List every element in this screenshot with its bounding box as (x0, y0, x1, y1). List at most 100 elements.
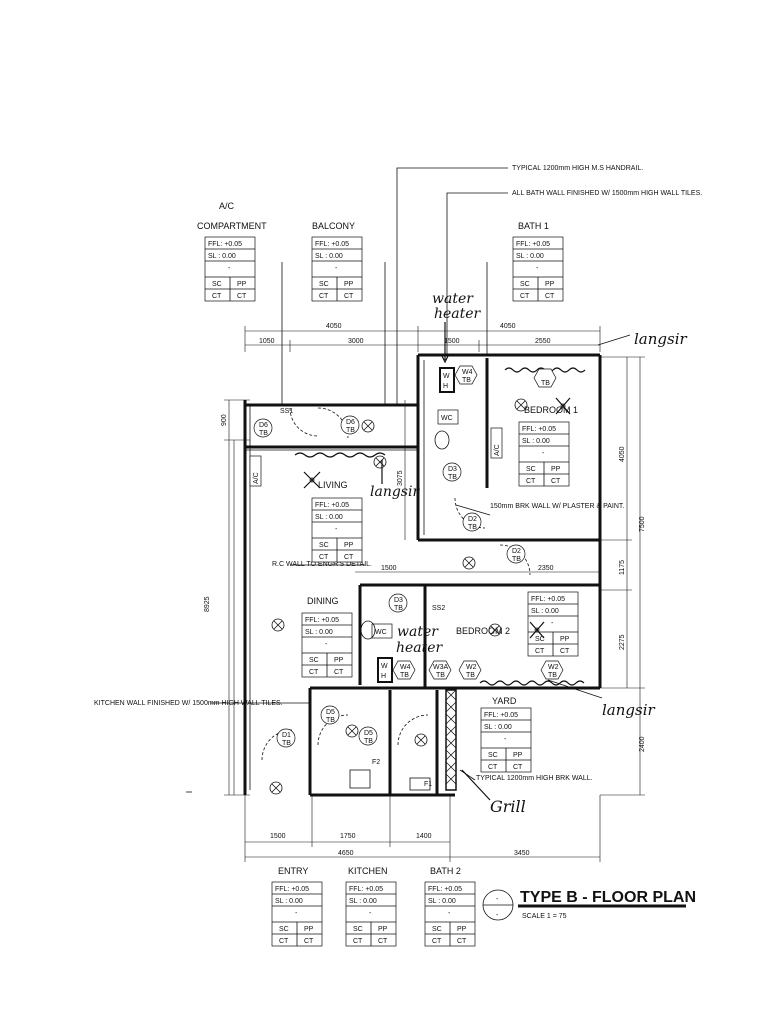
title-block: - - TYPE B - FLOOR PLAN SCALE 1 = 75 (482, 889, 696, 921)
tag-w2-a: W2 TB (458, 660, 482, 680)
svg-text:SL : 0.00: SL : 0.00 (428, 898, 456, 905)
dim-bot-1400: 1400 (416, 833, 432, 840)
dim-right-4050: 4050 (619, 446, 626, 462)
svg-text:D3: D3 (394, 597, 403, 604)
room-balcony: BALCONY (312, 221, 355, 231)
svg-text:SL : 0.00: SL : 0.00 (208, 253, 236, 260)
handwritten-water-heater-2-line2: heater (396, 640, 444, 656)
svg-text:TB: TB (400, 672, 409, 679)
leader-lines (210, 167, 631, 781)
svg-text:D1: D1 (282, 732, 291, 739)
svg-text:CT: CT (279, 938, 289, 945)
svg-text:PP: PP (237, 281, 247, 288)
svg-text:TB: TB (364, 738, 373, 745)
svg-text:SC: SC (535, 636, 545, 643)
finish-box-living: FFL: +0.05 SL : 0.00 - SC PP CT CT (311, 497, 363, 563)
fan-icon (303, 471, 321, 489)
svg-text:W: W (443, 373, 450, 380)
svg-text:FFL: +0.05: FFL: +0.05 (516, 241, 550, 248)
svg-text:PP: PP (304, 926, 314, 933)
svg-text:SS2: SS2 (432, 605, 445, 612)
plan-scale: SCALE 1 = 75 (522, 913, 567, 920)
dim-right-2400: 2400 (639, 736, 646, 752)
svg-text:SC: SC (319, 542, 329, 549)
dim-bot-1750: 1750 (340, 833, 356, 840)
light-icon (271, 618, 285, 632)
svg-text:WC: WC (441, 415, 453, 422)
finish-box-kitchen: FFL: +0.05 SL : 0.00 - SC PP CT CT (345, 881, 397, 947)
dim-left-3075: 3075 (397, 470, 404, 486)
svg-text:FFL: +0.05: FFL: +0.05 (531, 596, 565, 603)
fan-icon (529, 621, 545, 639)
light-icon (488, 623, 502, 637)
svg-text:-: - (504, 736, 507, 743)
wc-bath1: WC (434, 409, 459, 450)
dim-top-1500: 1500 (444, 338, 460, 345)
dim-top-1050: 1050 (259, 338, 275, 345)
svg-text:D5: D5 (326, 709, 335, 716)
dimension-texts: 4050 4050 1050 3000 1500 2550 900 8925 3… (204, 323, 646, 857)
dimension-lines (224, 326, 645, 862)
dim-left-8925: 8925 (204, 596, 211, 612)
handwritten-notes: water heater water heater langsir langsi… (370, 291, 687, 816)
note-handrail: TYPICAL 1200mm HIGH M.S HANDRAIL. (512, 165, 643, 172)
svg-text:SC: SC (432, 926, 442, 933)
finish-box-bedroom1: FFL: +0.05 SL : 0.00 - SC PP CT CT (518, 421, 570, 487)
svg-text:-: - (335, 265, 338, 272)
svg-text:SL : 0.00: SL : 0.00 (315, 514, 343, 521)
svg-text:WC: WC (375, 629, 387, 636)
svg-text:TB: TB (394, 605, 403, 612)
svg-text:PP: PP (457, 926, 467, 933)
finish-box-entry: FFL: +0.05 SL : 0.00 - SC PP CT CT (271, 881, 323, 947)
dim-left-900: 900 (221, 414, 228, 426)
svg-text:-: - (369, 910, 372, 917)
svg-text:SC: SC (319, 281, 329, 288)
room-yard: YARD (492, 696, 517, 706)
grill-hatch (445, 689, 457, 785)
room-kitchen: KITCHEN (348, 866, 388, 876)
plan-title: TYPE B - FLOOR PLAN (520, 889, 696, 906)
door-window-tags: W4 TB TB W4 TB W3A TB W2 TB W2 TB (249, 365, 564, 791)
tag-d5-kitchen: D5 TB (320, 705, 340, 725)
fan-symbols (303, 397, 571, 639)
svg-text:TB: TB (462, 377, 471, 384)
svg-text:SL : 0.00: SL : 0.00 (484, 724, 512, 731)
svg-text:CT: CT (334, 669, 344, 676)
room-dining: DINING (307, 596, 339, 606)
svg-text:CT: CT (353, 938, 363, 945)
tag-w4-bath2: W4 TB (392, 660, 416, 680)
room-bath1: BATH 1 (518, 221, 549, 231)
room-bedroom2: BEDROOM 2 (456, 626, 510, 636)
handwritten-langsir-1: langsir (634, 330, 687, 348)
svg-text:CT: CT (344, 293, 354, 300)
note-brk-wall-150: 150mm BRK WALL W/ PLASTER & PAINT. (490, 503, 624, 510)
tag-d6-b: D6 TB (340, 415, 360, 435)
svg-text:PP: PP (344, 542, 354, 549)
annotation-notes: TYPICAL 1200mm HIGH M.S HANDRAIL. ALL BA… (94, 165, 702, 782)
svg-text:D6: D6 (259, 422, 268, 429)
svg-text:SL : 0.00: SL : 0.00 (275, 898, 303, 905)
finish-box-dining: FFL: +0.05 SL : 0.00 - SC PP CT CT (301, 612, 353, 678)
svg-text:PP: PP (344, 281, 354, 288)
svg-text:CT: CT (319, 293, 329, 300)
svg-text:FFL: +0.05: FFL: +0.05 (315, 502, 349, 509)
light-icon (269, 781, 283, 795)
dim-bot-4650: 4650 (338, 850, 354, 857)
svg-text:-: - (335, 526, 338, 533)
tag-d2-bed1: D2 TB (462, 512, 482, 532)
water-heater-box-1: W H (439, 367, 455, 393)
room-entry: ENTRY (278, 866, 308, 876)
svg-text:D5: D5 (364, 730, 373, 737)
dim-mid-2350: 2350 (538, 565, 554, 572)
tag-w-bed1: TB (533, 368, 557, 388)
svg-text:SC: SC (488, 752, 498, 759)
fan-icon (555, 397, 571, 415)
dim-top-a: 4050 (326, 323, 342, 330)
svg-text:FFL: +0.05: FFL: +0.05 (275, 886, 309, 893)
dim-top-b: 4050 (500, 323, 516, 330)
svg-text:-: - (542, 450, 545, 457)
finish-box-bath1: FFL: +0.05 SL : 0.00 - SC PP CT CT (512, 236, 564, 302)
title-symbol-top: - (496, 896, 499, 903)
finish-box-ac: FFL: +0.05 SL : 0.00 - SC PP CT CT (204, 236, 256, 302)
